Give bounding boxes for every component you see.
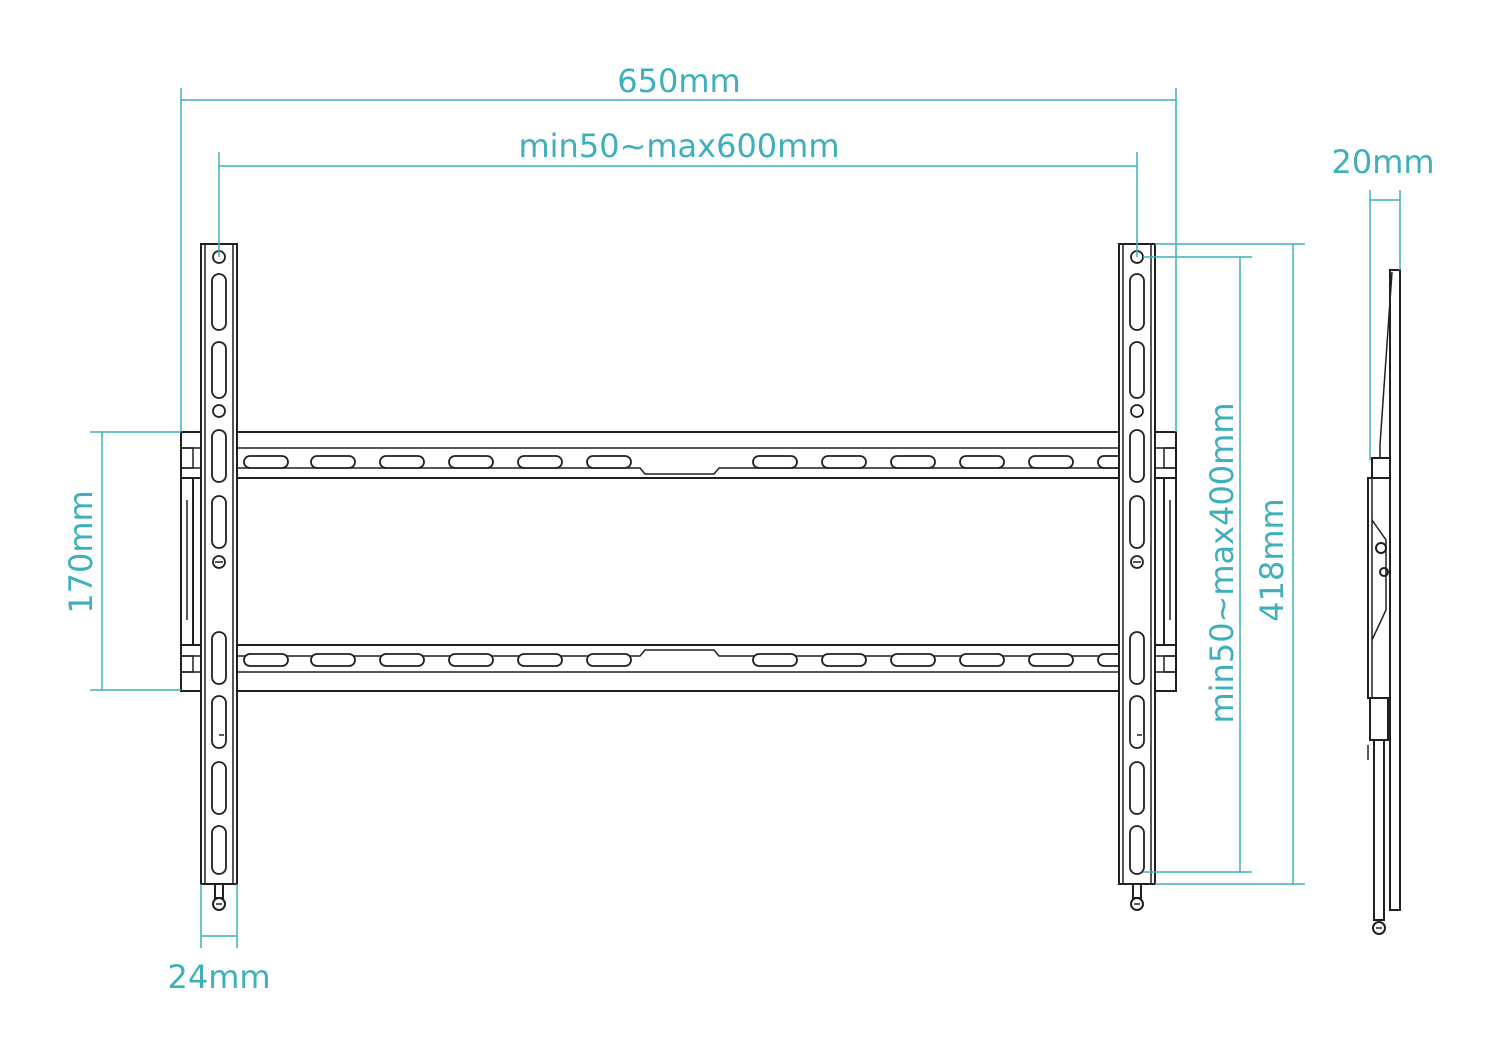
side-profile-view [1367, 269, 1401, 935]
rail-spacing-label: 170mm [62, 490, 100, 613]
overall-height-label: 418mm [1253, 498, 1291, 621]
vesa-horizontal-label: min50~max600mm [518, 127, 839, 165]
back-plate-edges [180, 477, 1177, 646]
bottom-rail-slots [243, 653, 1143, 667]
bottom-rail [180, 644, 1177, 692]
dimension-labels: 650mm min50~max600mm 170mm min50~max400m… [62, 62, 1435, 996]
bracket-width-label: 24mm [167, 958, 270, 996]
left-vertical-bracket [200, 243, 238, 911]
overall-width-label: 650mm [617, 62, 740, 100]
profile-depth-label: 20mm [1331, 143, 1434, 181]
right-vertical-bracket [1118, 243, 1156, 911]
vesa-vertical-label: min50~max400mm [1203, 402, 1241, 723]
dimension-lines [90, 88, 1401, 948]
top-rail [180, 431, 1177, 479]
rails [180, 431, 1177, 692]
